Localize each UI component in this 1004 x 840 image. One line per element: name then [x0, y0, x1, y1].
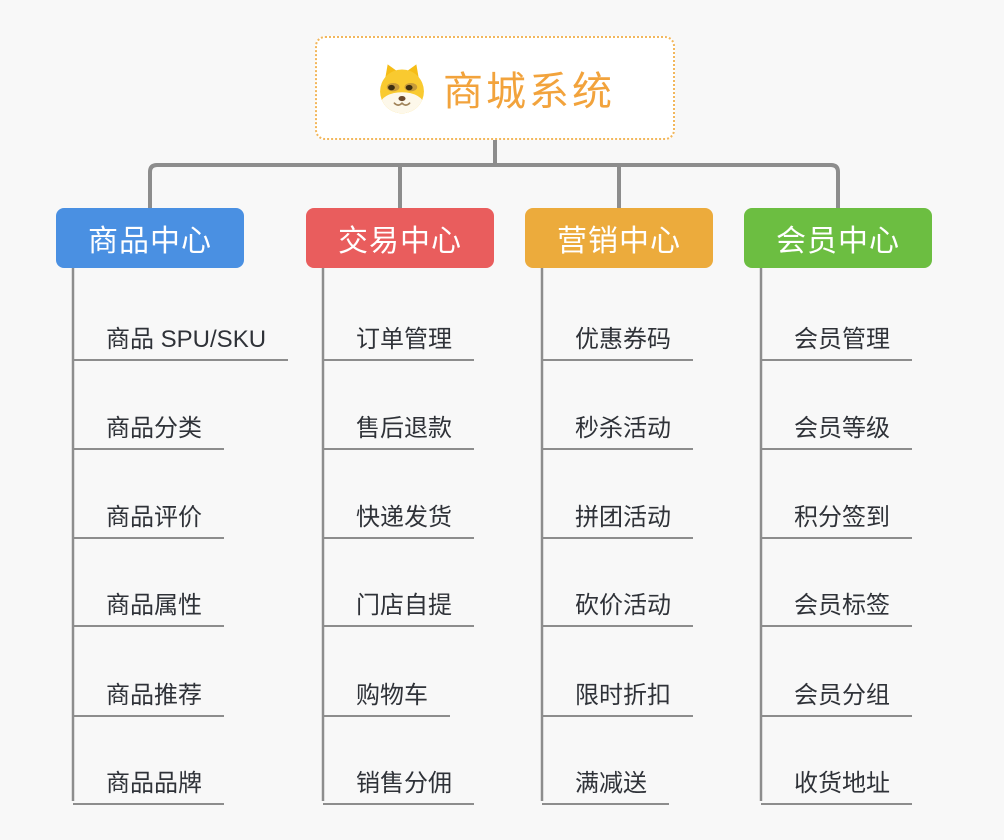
- leaf-node[interactable]: 收货地址: [761, 756, 912, 805]
- root-node-mall-system[interactable]: 商城系统: [315, 36, 675, 140]
- leaf-node[interactable]: 售后退款: [323, 401, 474, 450]
- leaf-node[interactable]: 砍价活动: [542, 578, 693, 627]
- leaf-node[interactable]: 拼团活动: [542, 490, 693, 539]
- leaf-node[interactable]: 门店自提: [323, 578, 474, 627]
- root-title: 商城系统: [443, 70, 615, 114]
- leaf-node[interactable]: 快递发货: [323, 490, 474, 539]
- leaf-node[interactable]: 优惠券码: [542, 312, 693, 361]
- leaf-node[interactable]: 积分签到: [761, 490, 912, 539]
- leaf-node[interactable]: 会员等级: [761, 401, 912, 450]
- dog-face-icon: [380, 64, 424, 114]
- leaf-node[interactable]: 商品推荐: [73, 668, 224, 717]
- leaf-node[interactable]: 满减送: [542, 756, 669, 805]
- leaf-node[interactable]: 秒杀活动: [542, 401, 693, 450]
- leaf-node[interactable]: 销售分佣: [323, 756, 474, 805]
- leaf-node[interactable]: 购物车: [323, 668, 450, 717]
- branch-node-product-center[interactable]: 商品中心: [56, 208, 244, 268]
- leaf-node[interactable]: 商品 SPU/SKU: [73, 312, 289, 361]
- leaf-node[interactable]: 会员分组: [761, 668, 912, 717]
- leaf-node[interactable]: 商品品牌: [73, 756, 224, 805]
- branch-node-marketing-center[interactable]: 营销中心: [525, 208, 713, 268]
- leaf-node[interactable]: 商品评价: [73, 490, 224, 539]
- leaf-node[interactable]: 商品属性: [73, 578, 224, 627]
- leaf-node[interactable]: 商品分类: [73, 401, 224, 450]
- leaf-node[interactable]: 订单管理: [323, 312, 474, 361]
- leaf-node[interactable]: 会员标签: [761, 578, 912, 627]
- leaf-node[interactable]: 会员管理: [761, 312, 912, 361]
- branch-node-trade-center[interactable]: 交易中心: [306, 208, 494, 268]
- leaf-node[interactable]: 限时折扣: [542, 668, 693, 717]
- branch-node-member-center[interactable]: 会员中心: [744, 208, 932, 268]
